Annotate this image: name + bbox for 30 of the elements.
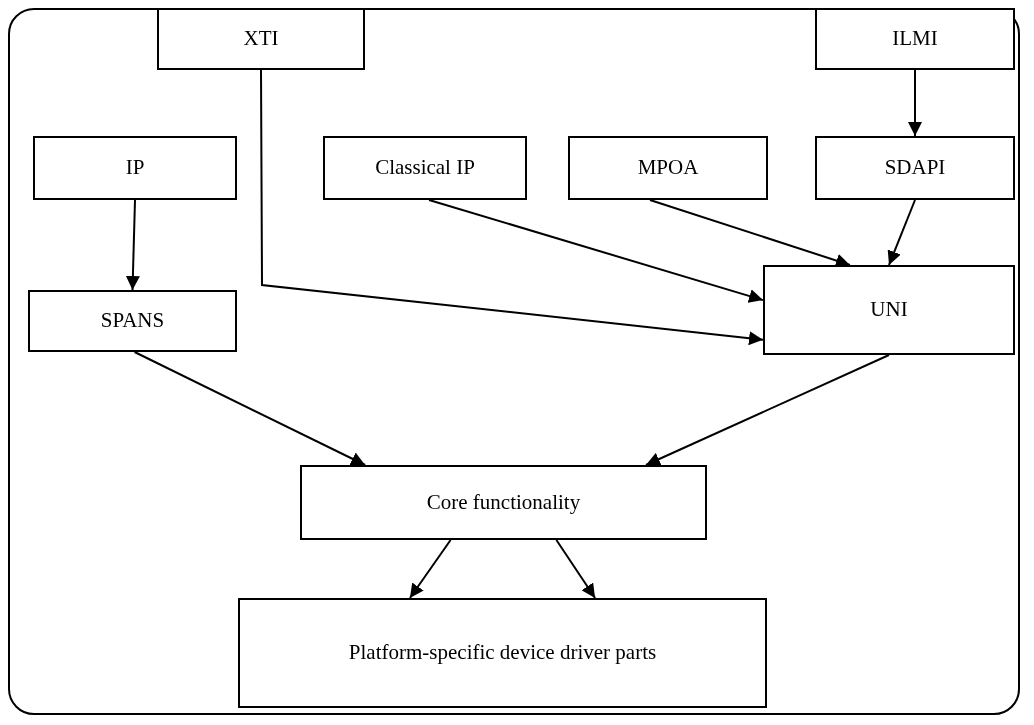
box-label: Platform-specific device driver parts (348, 639, 657, 667)
process-box (300, 465, 707, 540)
arrow (260, 69, 764, 346)
box-label: Core functionality (426, 488, 581, 516)
process-box (763, 265, 1015, 355)
arrow (887, 199, 916, 266)
process-box (323, 136, 527, 200)
box-label: SDAPI (884, 154, 946, 182)
box-label: XTI (243, 25, 279, 53)
process-box (157, 8, 365, 70)
process-box (28, 290, 237, 352)
arrow (644, 354, 890, 466)
box-label: SPANS (100, 307, 165, 335)
arrow (133, 351, 367, 466)
process-box (33, 136, 237, 200)
box-label: UNI (870, 296, 908, 324)
process-box (815, 136, 1015, 200)
arrow (649, 199, 851, 268)
box-label: Classical IP (375, 154, 475, 182)
arrow (555, 539, 597, 599)
box-label: MPOA (637, 154, 699, 182)
arrow (428, 199, 764, 303)
arrow (125, 199, 140, 291)
box-label: IP (125, 154, 145, 182)
process-box (238, 598, 767, 708)
process-box (568, 136, 768, 200)
box-label: ILMI (892, 25, 938, 53)
process-box (815, 8, 1015, 70)
arrow (908, 69, 922, 137)
arrow (408, 539, 452, 599)
